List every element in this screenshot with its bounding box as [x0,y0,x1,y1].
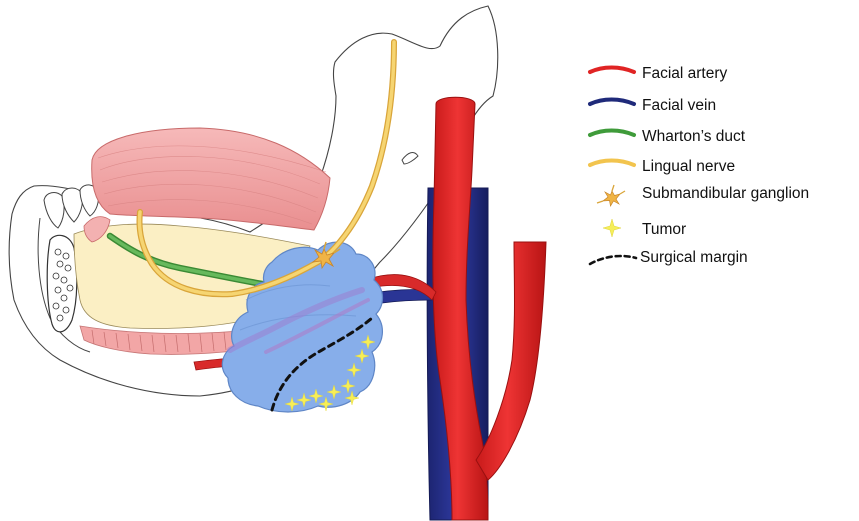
legend-item-lingual-nerve: Lingual nerve [590,158,735,175]
legend-swatch-ganglion-icon [597,185,625,206]
legend-item-tumor: Tumor [603,219,686,238]
legend-label-lingual-nerve: Lingual nerve [642,158,735,175]
legend-swatch-sparkle-icon [603,219,621,237]
legend-item-whartons-duct: Wharton’s duct [590,128,746,145]
legend-item-facial-vein: Facial vein [590,97,716,114]
legend-item-surgical-margin: Surgical margin [590,249,748,266]
legend-swatch-facial-vein [590,100,634,105]
legend-swatch-lingual-nerve [590,161,634,166]
legend-swatch-whartons-duct [590,131,634,136]
legend-label-whartons-duct: Wharton’s duct [642,128,746,145]
legend-label-facial-vein: Facial vein [642,97,716,114]
legend-label-surgical-margin: Surgical margin [640,249,748,266]
legend-label-tumor: Tumor [642,221,686,238]
legend-label-submandibular-ganglion: Submandibular ganglion [642,185,809,202]
legend-item-submandibular-ganglion: Submandibular ganglion [597,185,809,206]
legend-swatch-surgical-margin [590,256,636,264]
legend-swatch-facial-artery [590,68,634,73]
legend-item-facial-artery: Facial artery [590,65,728,82]
bone-cross-section [47,235,77,332]
legend: Facial artery Facial vein Wharton’s duct… [590,65,809,266]
legend-label-facial-artery: Facial artery [642,65,728,82]
